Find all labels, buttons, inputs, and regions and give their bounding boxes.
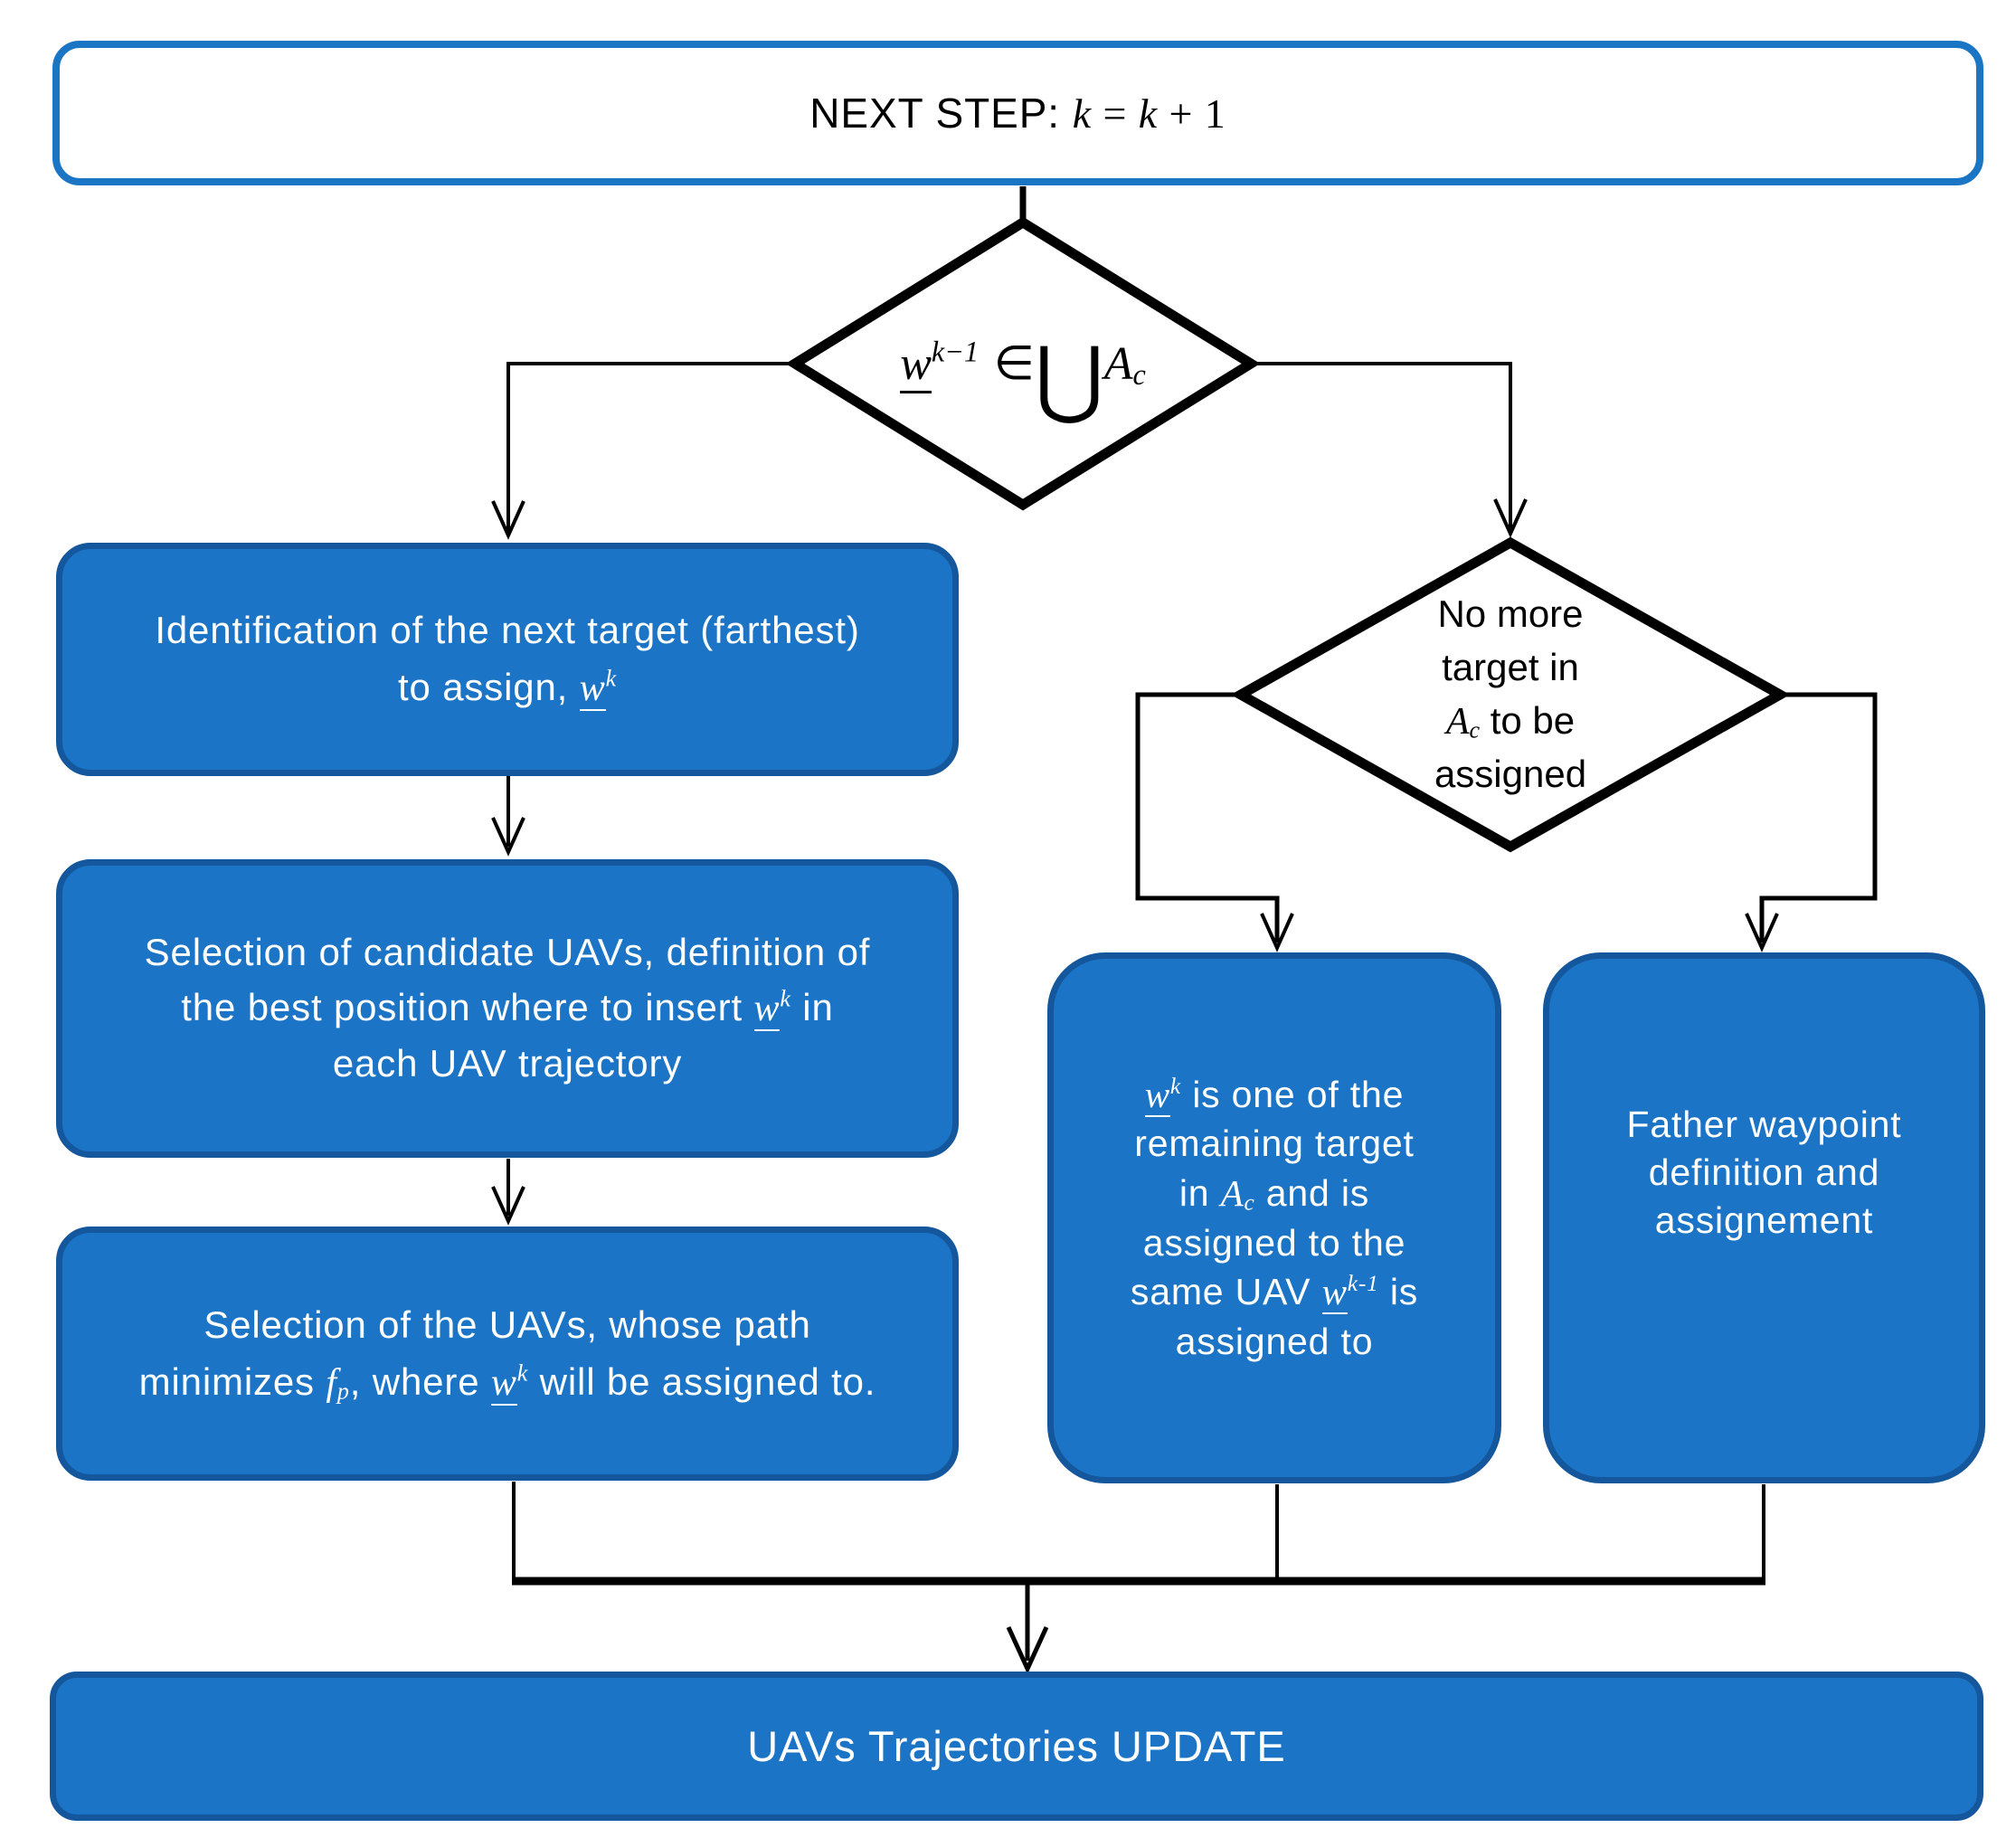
text-segment: the best position where to insert <box>181 986 754 1029</box>
text-segment: to assign, <box>398 666 580 708</box>
candidate-line: each UAV trajectory <box>62 1037 952 1092</box>
text-segment: definition and <box>1648 1151 1880 1193</box>
decision2-line: target in <box>1442 641 1579 695</box>
decision-no-more-target-label: No more target in Ac to be assigned <box>1293 554 1727 836</box>
same-uav-line: assigned to <box>1054 1317 1495 1367</box>
connector-diamond2-right <box>1759 692 1878 942</box>
text-segment: same UAV <box>1130 1271 1322 1313</box>
node-same-uav-assignment: wk is one of the remaining target in Ac … <box>1047 952 1501 1483</box>
father-waypoint-line: Father waypoint <box>1549 1101 1979 1149</box>
identification-line: to assign, wk <box>62 658 952 717</box>
next-step-label: NEXT STEP: k = k + 1 <box>60 89 1976 137</box>
uav-selection-line: Selection of the UAVs, whose path <box>62 1296 952 1353</box>
arrowhead-into-diamond2 <box>1493 498 1528 538</box>
father-waypoint-line: assignement <box>1549 1197 1979 1245</box>
arrowhead-into-selection <box>491 1186 525 1226</box>
node-father-waypoint: Father waypoint definition and assigneme… <box>1543 952 1985 1483</box>
text-segment: No more <box>1437 592 1584 635</box>
text-segment: assignement <box>1654 1199 1874 1242</box>
decision2-line: No more <box>1437 588 1583 641</box>
connector-diamond2-left <box>1135 692 1280 942</box>
update-label: UAVs Trajectories UPDATE <box>56 1721 1977 1771</box>
text-segment: k-1 <box>1347 1270 1379 1296</box>
text-segment: assigned to the <box>1142 1221 1406 1264</box>
text-segment: k <box>1169 1073 1182 1099</box>
same-uav-line: same UAV wk-1 is <box>1054 1267 1495 1317</box>
text-segment: and is <box>1254 1171 1370 1214</box>
same-uav-line: wk is one of the <box>1054 1070 1495 1120</box>
same-uav-line: remaining target <box>1054 1119 1495 1169</box>
text-segment: each UAV trajectory <box>332 1041 683 1085</box>
membership-formula: wk−1 ∈⋃Ac <box>900 335 1146 421</box>
node-candidate-selection: Selection of candidate UAVs, definition … <box>56 859 959 1158</box>
candidate-line: the best position where to insert wk in <box>62 980 952 1037</box>
candidate-line: Selection of candidate UAVs, definition … <box>62 925 952 980</box>
node-identification: Identification of the next target (farth… <box>56 543 959 776</box>
text-segment: is <box>1378 1271 1419 1313</box>
text-segment: w <box>1321 1271 1348 1315</box>
text-segment: Identification of the next target (farth… <box>155 609 860 651</box>
text-segment: NEXT STEP: <box>809 90 1073 137</box>
text-segment: is one of the <box>1181 1073 1405 1115</box>
text-segment: A <box>1103 338 1133 390</box>
text-segment: c <box>1244 1189 1255 1216</box>
text-segment: ∈ <box>979 336 1035 391</box>
node-trajectories-update: UAVs Trajectories UPDATE <box>50 1672 1983 1821</box>
father-waypoint-line: definition and <box>1549 1149 1979 1197</box>
arrowhead-into-candidate <box>491 817 525 857</box>
text-segment: w <box>490 1361 517 1406</box>
text-segment: k <box>780 985 791 1012</box>
arrowhead-into-father-waypoint <box>1745 913 1779 952</box>
text-segment: , where <box>349 1359 491 1403</box>
text-segment: k <box>605 665 617 692</box>
text-segment: k <box>1138 90 1159 137</box>
text-segment: in <box>790 986 834 1029</box>
text-segment: c <box>1469 716 1481 744</box>
text-segment: Selection of candidate UAVs, definition … <box>144 931 871 974</box>
identification-line: Identification of the next target (farth… <box>62 601 952 658</box>
decision-membership-label: wk−1 ∈⋃Ac <box>800 271 1245 456</box>
text-segment: k−1 <box>931 335 980 368</box>
text-segment: w <box>1144 1073 1170 1118</box>
text-segment: p <box>336 1378 350 1405</box>
decision-diamond-membership <box>785 216 1261 511</box>
text-segment: w <box>900 338 932 393</box>
text-segment: ⋃ <box>1034 328 1104 428</box>
text-segment: will be assigned to. <box>528 1359 876 1403</box>
same-uav-line: in Ac and is <box>1054 1169 1495 1218</box>
text-segment: c <box>1132 357 1146 391</box>
arrowhead-into-update <box>1006 1625 1049 1675</box>
text-segment: w <box>753 988 781 1032</box>
text-segment: in <box>1178 1171 1221 1214</box>
text-segment: target in <box>1442 645 1579 688</box>
arrowhead-into-same-uav <box>1260 913 1294 952</box>
text-segment: remaining target <box>1134 1122 1415 1165</box>
text-segment: minimizes <box>138 1359 327 1403</box>
decision2-line: assigned <box>1434 748 1586 801</box>
decision-diamond-no-more-target <box>1230 536 1791 853</box>
text-segment: A <box>1220 1171 1245 1214</box>
node-next-step: NEXT STEP: k = k + 1 <box>52 41 1983 185</box>
text-segment: k <box>1072 90 1093 137</box>
text-segment: Father waypoint <box>1626 1103 1902 1145</box>
arrowhead-into-identification <box>491 500 525 540</box>
text-segment: f <box>326 1361 337 1404</box>
text-segment: assigned to <box>1175 1320 1374 1362</box>
text-segment: k <box>516 1359 529 1386</box>
text-segment: + 1 <box>1158 90 1226 137</box>
text-segment: w <box>579 668 606 712</box>
node-uav-selection: Selection of the UAVs, whose path minimi… <box>56 1227 959 1481</box>
text-segment: UAVs Trajectories UPDATE <box>747 1722 1286 1770</box>
text-segment: assigned <box>1434 753 1587 796</box>
text-segment: to be <box>1480 698 1576 742</box>
text-segment: A <box>1445 700 1470 743</box>
text-segment: Selection of the UAVs, whose path <box>203 1302 811 1346</box>
decision2-line: Ac to be <box>1446 695 1575 749</box>
text-segment: = <box>1092 90 1139 137</box>
same-uav-line: assigned to the <box>1054 1218 1495 1268</box>
connector-diamond1-right <box>1249 362 1512 532</box>
connector-diamond1-left <box>506 362 797 534</box>
uav-selection-line: minimizes fp, where wk will be assigned … <box>62 1353 952 1412</box>
